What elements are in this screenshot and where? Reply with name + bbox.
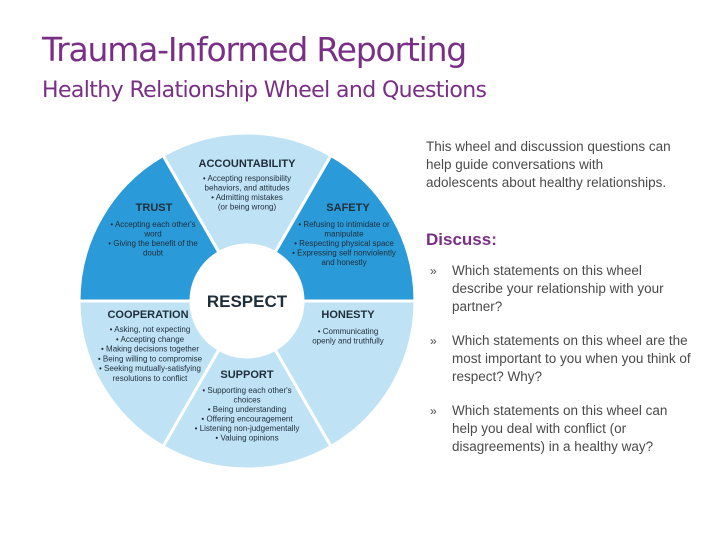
wheel-center-label: RESPECT bbox=[207, 292, 288, 311]
wheel-segment-item: • Valuing opinions bbox=[215, 434, 278, 443]
question-text: Which statements on this wheel describe … bbox=[452, 263, 664, 314]
wheel-segment-item: • Refusing to intimidate or bbox=[298, 220, 390, 229]
intro-text: This wheel and discussion questions can … bbox=[426, 139, 671, 190]
wheel-segment-label: TRUST bbox=[136, 202, 173, 214]
wheel-segment-item: • Giving the benefit of the bbox=[108, 239, 198, 248]
wheel-segment-item: • Communicating bbox=[318, 327, 379, 336]
wheel-segment-item: doubt bbox=[143, 249, 164, 258]
wheel-segment-item: • Supporting each other's bbox=[202, 386, 291, 395]
wheel-segment-item: • Respecting physical space bbox=[294, 239, 394, 248]
bullet-icon: » bbox=[430, 404, 437, 418]
wheel-segment-label: SAFETY bbox=[326, 202, 370, 214]
question-text: Which statements on this wheel are the m… bbox=[452, 333, 691, 384]
wheel-segment-label: COOPERATION bbox=[107, 309, 188, 321]
wheel-segment-item: • Listening non-judgementally bbox=[195, 424, 300, 433]
wheel-segment-item: • Making decisions together bbox=[101, 345, 199, 354]
wheel-segment-item: choices bbox=[233, 396, 260, 405]
page-title: Trauma-Informed Reporting bbox=[42, 30, 467, 69]
wheel-segment-label: HONESTY bbox=[321, 309, 375, 321]
wheel-segment-label: ACCOUNTABILITY bbox=[199, 158, 297, 170]
wheel-segment-item: openly and truthfully bbox=[312, 337, 384, 346]
bullet-icon: » bbox=[430, 334, 437, 348]
wheel-segment-item: • Accepting each other's bbox=[110, 220, 195, 229]
discuss-heading: Discuss: bbox=[426, 230, 497, 249]
wheel-segment-item: • Accepting responsibility bbox=[203, 174, 291, 183]
wheel-center-circle bbox=[191, 245, 303, 357]
wheel-segment-item: behaviors, and attitudes bbox=[205, 184, 290, 193]
wheel-segment-item: and honestly bbox=[321, 258, 366, 267]
wheel-segment-label: SUPPORT bbox=[220, 369, 273, 381]
healthy-relationship-wheel: RESPECT ACCOUNTABILITY • Accepting respon… bbox=[77, 131, 417, 471]
wheel-segment-item: • Expressing self nonviolently bbox=[292, 249, 396, 258]
wheel-segment-item: • Accepting change bbox=[116, 335, 185, 344]
question-item: » Which statements on this wheel describe… bbox=[426, 262, 696, 316]
wheel-segment-item: • Asking, not expecting bbox=[110, 325, 191, 334]
wheel-segment-item: manipulate bbox=[324, 230, 364, 239]
wheel-segment-item: • Seeking mutually-satisfying bbox=[99, 364, 201, 373]
wheel-segment-item: word bbox=[143, 230, 161, 239]
discussion-questions: » Which statements on this wheel describe… bbox=[426, 262, 696, 472]
question-item: » Which statements on this wheel are the … bbox=[426, 332, 696, 386]
wheel-segment-item: • Admitting mistakes bbox=[211, 193, 283, 202]
page-subtitle: Healthy Relationship Wheel and Questions bbox=[42, 78, 487, 103]
wheel-segment-item: • Offering encouragement bbox=[201, 415, 293, 424]
wheel-segment-item: • Being willing to compromise bbox=[98, 354, 203, 363]
wheel-segment-item: resolutions to conflict bbox=[113, 374, 188, 383]
question-text: Which statements on this wheel can help … bbox=[452, 403, 668, 454]
wheel-segment-item: (or being wrong) bbox=[218, 203, 277, 212]
bullet-icon: » bbox=[430, 264, 437, 278]
wheel-segment-item: • Being understanding bbox=[208, 405, 286, 414]
question-item: » Which statements on this wheel can help… bbox=[426, 402, 696, 456]
wheel-labels: ACCOUNTABILITY • Accepting responsibility… bbox=[98, 158, 396, 443]
